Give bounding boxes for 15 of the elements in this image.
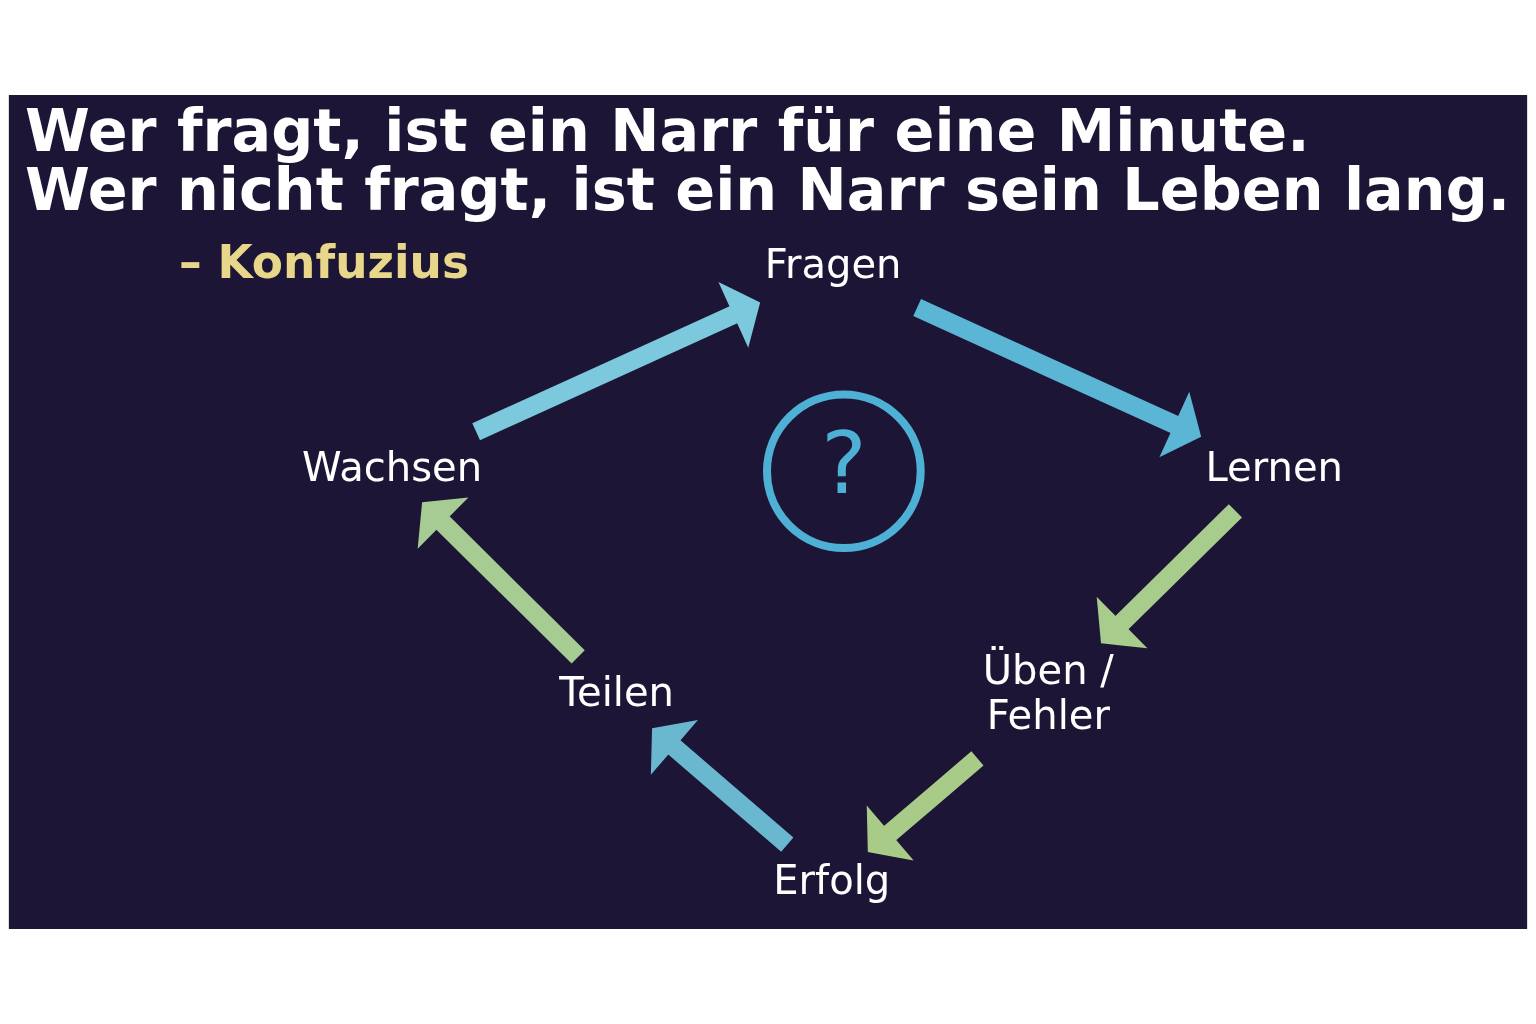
diagram-title: Wer fragt, ist ein Narr für eine Minute. Wer nicht fragt, ist ein Narr sein Leben lang.: [24, 96, 1511, 225]
node-text: Wachsen: [302, 444, 483, 491]
node-text: Fragen: [764, 241, 902, 288]
arrow: [417, 497, 585, 664]
node-text: Teilen: [559, 669, 674, 716]
node-text: Erfolg: [773, 857, 891, 904]
label: – Konfuzius: [178, 236, 469, 290]
arrow: [650, 720, 794, 852]
node-circle: ?: [763, 390, 925, 553]
node-text: Lernen: [1205, 444, 1343, 491]
arrow: [1096, 504, 1242, 649]
node-text: Üben / Fehler: [982, 647, 1114, 738]
arrow: [866, 751, 984, 861]
arrow: [913, 299, 1202, 458]
arrow: [472, 281, 761, 441]
